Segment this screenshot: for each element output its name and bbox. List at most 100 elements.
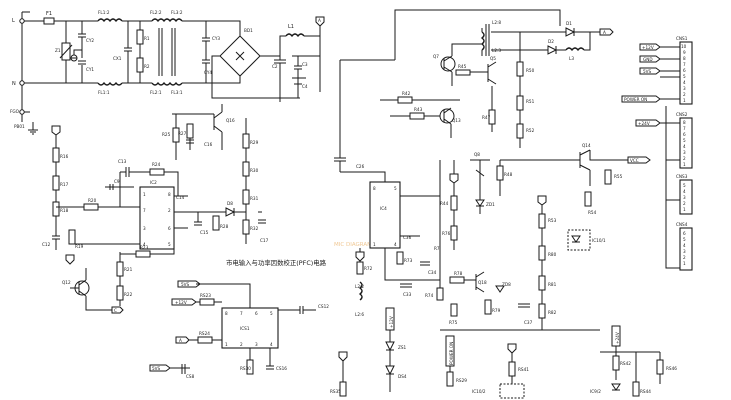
- r50-label: R50: [526, 68, 535, 73]
- watermark-text: MIC DIAGRAM: [334, 242, 372, 248]
- node-c-label: C: [114, 308, 117, 313]
- ground-terminal: [19, 109, 25, 115]
- connector-block: CNS1 10 9 8 7 6 5 4 3 2 1 +12V GND 5VS P…: [621, 36, 693, 271]
- rs30-label: RS30: [240, 366, 251, 371]
- cns2-title: CNS2: [676, 112, 688, 117]
- resistor-r72: [356, 261, 364, 275]
- fl3-2-label: FL3:2: [171, 10, 183, 15]
- cns1-title: CNS1: [676, 36, 688, 41]
- bridge-bd1: [219, 35, 261, 77]
- resistor-rs42: [612, 355, 620, 371]
- q14-label: Q14: [582, 143, 591, 148]
- r82-label: R82: [548, 310, 557, 315]
- resistor-r22: [116, 285, 124, 301]
- ground-symbol: [21, 114, 38, 135]
- ic4-section: C26 IC4 8 1 4 5 C36 R72 R73 C34 C33 L2:2…: [334, 143, 651, 331]
- resistor-rs23: [199, 298, 215, 306]
- cns1-signals: +12V GND 5VS POWER ON +24V: [621, 43, 680, 127]
- r79-label: R79: [492, 308, 501, 313]
- standby-12v-b-label: +12V: [389, 316, 394, 328]
- resistor-r29: [242, 133, 250, 149]
- resistor-r24: [149, 168, 165, 176]
- r25-label: R25: [162, 132, 171, 137]
- rs24-label: RS24: [199, 331, 210, 336]
- ics1-chip: [221, 307, 279, 349]
- r28-label: R28: [220, 224, 229, 229]
- optocoupler-ic10-2: [499, 383, 525, 399]
- ic9-2-label: IC9/2: [590, 389, 601, 394]
- resistor-r45: [455, 69, 471, 76]
- q8-label: Q8: [474, 152, 480, 157]
- diagram-caption: 市电输入与功率因数校正(PFC)电路: [226, 258, 327, 267]
- connector-cns2: [679, 117, 693, 169]
- z1-label: Z1: [55, 48, 61, 53]
- cns1-pin: 2: [683, 92, 686, 97]
- r51-label: R51: [526, 99, 535, 104]
- l2-8-label: L2:8: [492, 20, 501, 25]
- diode-ds4: [385, 365, 395, 376]
- resistor-r17: [52, 175, 60, 191]
- resistor-r16: [52, 147, 60, 163]
- r24-label: R24: [152, 162, 161, 167]
- ground-ref-label: PB01: [14, 124, 25, 129]
- f1-label: F1: [46, 11, 52, 17]
- bd1-label: BD1: [244, 28, 253, 33]
- cns1-pin: 9: [683, 50, 686, 55]
- resistor-r51: [516, 95, 524, 111]
- ic2-pin: 4: [143, 242, 146, 247]
- cns3-pin: 2: [683, 201, 686, 206]
- cns3-pin: 4: [683, 189, 686, 194]
- live-terminal: [19, 18, 25, 24]
- r22-label: R22: [124, 292, 133, 297]
- cy1-label: CY1: [86, 67, 94, 72]
- ic4-pin: 1: [373, 242, 376, 247]
- resistor-r47: [488, 109, 496, 125]
- c4-label: C4: [302, 84, 308, 89]
- zener-zs1: [385, 341, 395, 352]
- ic2-pin: 1: [143, 192, 146, 197]
- resistor-r25: [172, 127, 180, 143]
- signal-12v: +12V: [642, 45, 654, 50]
- node-a-top-label: A: [318, 18, 321, 23]
- transistor-q7: [440, 56, 456, 72]
- r76-label: R76: [442, 231, 451, 236]
- optocoupler-ic10-1: [567, 229, 591, 251]
- q12-label: Q12: [62, 280, 71, 285]
- node-c-connector: [111, 306, 124, 314]
- ics1-pin: 6: [255, 311, 258, 316]
- cns2-pin: 1: [683, 162, 686, 167]
- resistor-r23: [135, 250, 151, 258]
- resistor-rs30: [246, 359, 254, 375]
- ground-label: FGO: [10, 109, 20, 114]
- cns1-pin: 7: [683, 62, 686, 67]
- fuse-f1: [43, 17, 55, 25]
- r44-label: R44: [440, 201, 449, 206]
- r47-label: R47: [482, 115, 491, 120]
- resistor-r55: [604, 169, 612, 185]
- ac-input-section: L N FGO PB01 F1 Z1 CY2 CY1 FL1:2 FL1:1 C…: [10, 10, 300, 135]
- ic4-pin: 8: [373, 186, 376, 191]
- cns4-pin: 5: [683, 237, 686, 242]
- r23-label: R23: [140, 245, 149, 250]
- resistor-r43: [409, 112, 425, 120]
- q18-label: Q18: [478, 280, 487, 285]
- cs8-label: CS8: [186, 374, 195, 379]
- r74-label: R74: [425, 293, 434, 298]
- winding-l2-aux: [358, 281, 363, 301]
- l3-label: L3: [569, 56, 574, 61]
- ic2-chip: [139, 186, 175, 250]
- ics1-pin: 3: [255, 342, 258, 347]
- resistor-r18: [52, 201, 60, 217]
- resistor-rs24: [197, 336, 213, 344]
- standby-section: 5VS +12V RS23 A RS24 ICS1 8 7 6 5 1 2 3 …: [149, 280, 677, 399]
- cns1-pin: 1: [683, 98, 686, 103]
- ds4-label: DS4: [398, 374, 407, 379]
- neutral-label: N: [12, 81, 16, 87]
- r53-label: R53: [548, 218, 557, 223]
- r73-label: R73: [404, 258, 413, 263]
- resistor-r48: [496, 165, 504, 181]
- c36-label: C36: [403, 235, 412, 240]
- fl2-1-label: FL2:1: [150, 90, 162, 95]
- rs42-label: RS42: [620, 361, 631, 366]
